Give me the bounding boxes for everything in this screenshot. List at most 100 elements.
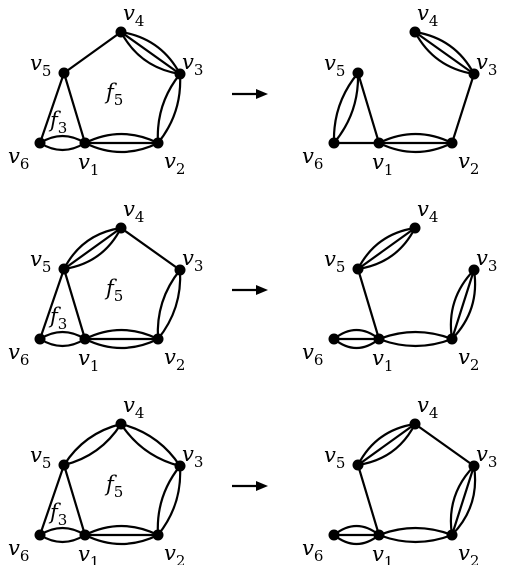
vertex-label-r1-after-v2: v2 <box>458 149 479 178</box>
vertex-label-r1-before-v3: v3 <box>182 50 203 79</box>
vertex-r3-before-v2 <box>152 529 164 541</box>
edge-r1-after-v5-v1-1 <box>356 71 381 145</box>
edge-r1-after-v1-v2-3 <box>377 141 454 153</box>
edge-r3-before-v4-v5-1 <box>62 422 123 467</box>
edge-r1-before-v5-v1-1 <box>62 71 87 145</box>
edge-r2-before-v4-v5-3 <box>62 226 123 271</box>
vertex-label-r2-after-v4: v4 <box>417 197 438 226</box>
edge-r2-after-v2-v3-3 <box>450 268 477 341</box>
edge-r2-before-v1-v2-1 <box>83 329 160 341</box>
transform-arrow-row-3 <box>232 481 268 491</box>
vertex-r3-before-v6 <box>34 529 46 541</box>
edge-r2-before-v6-v1-2 <box>38 337 87 348</box>
vertex-r3-before-v4 <box>115 418 127 430</box>
edge-r2-after-v2-v3-2 <box>450 268 476 341</box>
vertex-label-r3-before-v5: v5 <box>30 443 51 472</box>
edge-r3-after-v1-v2-1 <box>377 526 454 537</box>
face-label-r2-before-f5: f5 <box>104 276 123 305</box>
edge-r2-before-v5-v1-1 <box>62 267 87 341</box>
edge-r3-after-v3-v4-1 <box>413 422 476 468</box>
edge-r1-after-v5-v6-2 <box>332 71 360 145</box>
edge-r2-before-v3-v4-1 <box>119 226 182 272</box>
edge-r1-before-v6-v1-1 <box>38 134 87 145</box>
vertex-label-r1-before-v4: v4 <box>123 1 144 30</box>
arrow-head-3 <box>256 481 268 491</box>
face-label-r1-before-f5: f5 <box>104 80 123 109</box>
edge-r1-before-v1-v2-1 <box>83 133 160 145</box>
edge-r3-before-v1-v2-1 <box>83 525 160 537</box>
vertex-label-r3-before-v2: v2 <box>164 541 185 565</box>
arrow-head-2 <box>256 285 268 295</box>
vertex-r3-before-v5 <box>58 459 70 471</box>
vertex-r3-after-v2 <box>446 529 458 541</box>
edge-r1-before-v1-v2-3 <box>83 141 160 153</box>
edge-r2-before-v5-v6-1 <box>38 267 66 341</box>
edge-r2-after-v2-v3-1 <box>449 268 476 341</box>
transform-arrow-row-1 <box>232 89 268 99</box>
edge-r3-before-v3-v4-2 <box>119 422 182 468</box>
vertex-label-r2-before-v4: v4 <box>123 197 144 226</box>
vertex-r1-before-v3 <box>174 68 186 80</box>
vertex-r1-after-v5 <box>352 67 364 79</box>
face-label-r1-before-f3: f3 <box>48 108 67 137</box>
edge-r2-before-v1-v2-3 <box>83 337 160 349</box>
vertex-label-r2-after-v6: v6 <box>302 340 323 369</box>
vertex-r2-after-v1 <box>373 333 385 345</box>
vertex-r3-after-v6 <box>328 529 340 541</box>
vertex-r1-before-v4 <box>115 26 127 38</box>
edge-r3-before-v5-v6-1 <box>38 463 66 537</box>
vertex-label-r2-before-v1: v1 <box>78 346 99 375</box>
edge-r3-after-v2-v3-3 <box>450 464 477 537</box>
edge-r3-before-v3-v4-1 <box>119 422 182 468</box>
vertex-label-r1-after-v1: v1 <box>372 150 393 179</box>
edge-r2-before-v6-v1-1 <box>38 330 87 341</box>
vertex-label-r1-after-v4: v4 <box>417 1 438 30</box>
vertex-r3-after-v5 <box>352 459 364 471</box>
vertex-r2-before-v3 <box>174 264 186 276</box>
vertex-r2-after-v3 <box>468 264 480 276</box>
edge-r3-before-v6-v1-2 <box>38 533 87 544</box>
vertex-r2-after-v2 <box>446 333 458 345</box>
vertex-label-r2-before-v3: v3 <box>182 246 203 275</box>
vertex-label-r2-before-v2: v2 <box>164 345 185 374</box>
edge-r1-after-v5-v6-1 <box>332 71 360 145</box>
edge-r3-before-v5-v1-1 <box>62 463 87 537</box>
edge-r2-before-v2-v3-2 <box>156 268 182 341</box>
edge-r3-before-v2-v3-1 <box>156 464 182 537</box>
edge-r3-after-v2-v3-2 <box>450 464 476 537</box>
vertex-r3-after-v3 <box>468 460 480 472</box>
vertex-label-r2-after-v2: v2 <box>458 345 479 374</box>
edge-r3-before-v6-v1-1 <box>38 526 87 537</box>
edge-r3-before-v2-v3-2 <box>156 464 182 537</box>
edge-r2-after-v4-v5-2 <box>356 226 417 271</box>
edge-r1-before-v3-v4-2 <box>119 30 182 76</box>
vertex-r2-after-v6 <box>328 333 340 345</box>
vertex-r2-before-v1 <box>79 333 91 345</box>
vertex-r3-before-v3 <box>174 460 186 472</box>
face-label-r2-before-f3: f3 <box>48 304 67 333</box>
vertex-r1-before-v2 <box>152 137 164 149</box>
edge-r3-after-v4-v5-3 <box>356 422 417 467</box>
vertex-r1-before-v1 <box>79 137 91 149</box>
vertex-label-r1-before-v2: v2 <box>164 149 185 178</box>
edge-r3-after-v4-v5-1 <box>356 422 417 467</box>
vertex-r1-before-v6 <box>34 137 46 149</box>
vertex-r2-before-v4 <box>115 222 127 234</box>
vertex-label-r1-before-v5: v5 <box>30 51 51 80</box>
vertex-label-r3-after-v2: v2 <box>458 541 479 565</box>
vertex-r1-after-v3 <box>468 68 480 80</box>
edge-r3-after-v1-v2-2 <box>377 533 454 544</box>
vertex-label-r3-before-v6: v6 <box>8 536 29 565</box>
edge-r1-after-v3-v4-2 <box>413 30 476 76</box>
vertex-r1-after-v2 <box>446 137 458 149</box>
face-label-r3-before-f3: f3 <box>48 500 67 529</box>
edge-r1-after-v3-v4-1 <box>413 30 476 76</box>
arrow-head-1 <box>256 89 268 99</box>
edge-r1-after-v1-v2-1 <box>377 133 454 145</box>
vertex-label-r3-before-v1: v1 <box>78 542 99 565</box>
